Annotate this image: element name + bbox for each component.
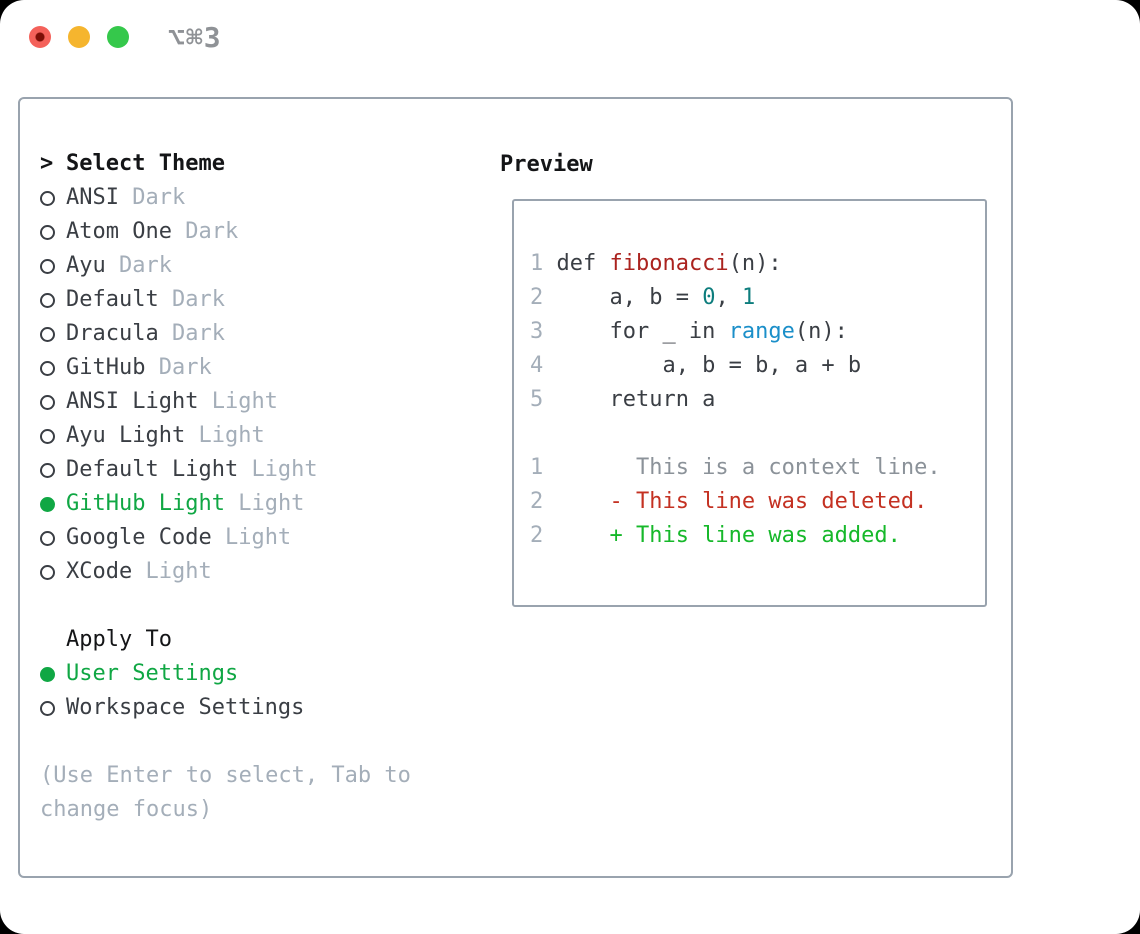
radio-icon — [40, 258, 66, 274]
traffic-lights — [29, 26, 129, 48]
radio-icon — [40, 326, 66, 342]
theme-option-xcode-light[interactable]: XCode Light — [40, 555, 500, 589]
code-line: 5 return a — [530, 383, 971, 417]
code-segment-function: fibonacci — [609, 251, 729, 276]
apply-option-user-settings[interactable]: User Settings — [40, 657, 500, 691]
code-segment-plain: (n): — [728, 251, 782, 276]
select-theme-header: > Select Theme — [40, 147, 500, 181]
code-line: 4 a, b = b, a + b — [530, 349, 971, 383]
preview-title: Preview — [500, 151, 593, 177]
radio-icon — [40, 530, 66, 546]
line-number: 3 — [530, 319, 544, 344]
theme-option-default-light-light[interactable]: Default Light Light — [40, 453, 500, 487]
code-segment-plain: return a — [556, 387, 716, 412]
zoom-button[interactable] — [107, 26, 129, 48]
theme-option-github-dark[interactable]: GitHub Dark — [40, 351, 500, 385]
code-line: 2 + This line was added. — [530, 519, 971, 553]
code-segment-plain: def — [556, 251, 610, 276]
close-button[interactable] — [29, 26, 51, 48]
window-title: ⌥⌘3 — [168, 21, 222, 54]
theme-option-label: Dracula Dark — [66, 321, 225, 346]
theme-option-label: Ayu Light Light — [66, 423, 265, 448]
title-bar: ⌥⌘3 — [0, 0, 1140, 97]
code-segment-plain: a, b = b, a + b — [556, 353, 862, 378]
theme-option-ayu-dark[interactable]: Ayu Dark — [40, 249, 500, 283]
theme-option-label: Atom One Dark — [66, 219, 239, 244]
line-number: 1 — [530, 455, 544, 480]
code-line — [530, 417, 971, 451]
line-number: 2 — [530, 523, 544, 548]
code-segment-plain: for _ in — [556, 319, 729, 344]
line-number: 2 — [530, 489, 544, 514]
code-line: 3 for _ in range(n): — [530, 315, 971, 349]
code-segment-plain: (n): — [794, 319, 848, 344]
minimize-button[interactable] — [68, 26, 90, 48]
line-number: 4 — [530, 353, 544, 378]
radio-selected-icon — [40, 496, 66, 512]
line-number: 5 — [530, 387, 544, 412]
apply-to-title: Apply To — [66, 627, 172, 652]
select-theme-title: Select Theme — [66, 151, 225, 176]
theme-option-label: Default Light Light — [66, 457, 318, 482]
theme-option-label: GitHub Light Light — [66, 491, 305, 516]
radio-icon — [40, 700, 66, 716]
code-line: 2 - This line was deleted. — [530, 485, 971, 519]
line-number: 1 — [530, 251, 544, 276]
theme-option-atom-one-dark[interactable]: Atom One Dark — [40, 215, 500, 249]
theme-option-github-light-light[interactable]: GitHub Light Light — [40, 487, 500, 521]
code-segment-plain: a, b = — [556, 285, 703, 310]
code-segment-context: This is a context line. — [556, 455, 941, 480]
radio-icon — [40, 462, 66, 478]
hint-text: (Use Enter to select, Tab to change focu… — [40, 763, 411, 822]
code-segment-added: + This line was added. — [556, 523, 901, 548]
radio-selected-icon — [40, 666, 66, 682]
apply-to-header: Apply To — [40, 623, 500, 657]
radio-icon — [40, 190, 66, 206]
theme-option-label: Ayu Dark — [66, 253, 172, 278]
radio-icon — [40, 428, 66, 444]
radio-icon — [40, 564, 66, 580]
theme-option-ansi-dark[interactable]: ANSI Dark — [40, 181, 500, 215]
code-segment-deleted: - This line was deleted. — [556, 489, 928, 514]
theme-option-label: ANSI Dark — [66, 185, 186, 210]
prompt-cursor-icon: > — [40, 151, 54, 176]
theme-option-dracula-dark[interactable]: Dracula Dark — [40, 317, 500, 351]
code-line: 2 a, b = 0, 1 — [530, 281, 971, 315]
radio-icon — [40, 224, 66, 240]
apply-option-label: User Settings — [66, 661, 239, 686]
theme-option-label: Default Dark — [66, 287, 225, 312]
code-segment-number: 0 — [702, 285, 716, 310]
radio-icon — [40, 394, 66, 410]
radio-icon — [40, 360, 66, 376]
theme-option-default-dark[interactable]: Default Dark — [40, 283, 500, 317]
line-number: 2 — [530, 285, 544, 310]
code-line: 1 This is a context line. — [530, 451, 971, 485]
radio-icon — [40, 292, 66, 308]
apply-option-workspace-settings[interactable]: Workspace Settings — [40, 691, 500, 725]
code-line: 1 def fibonacci(n): — [530, 247, 971, 281]
apply-option-label: Workspace Settings — [66, 695, 305, 720]
theme-option-google-code-light[interactable]: Google Code Light — [40, 521, 500, 555]
theme-option-label: XCode Light — [66, 559, 212, 584]
code-segment-builtin: range — [728, 319, 795, 344]
code-segment-number: 1 — [741, 285, 756, 310]
code-segment-plain: , — [715, 285, 742, 310]
theme-option-ayu-light-light[interactable]: Ayu Light Light — [40, 419, 500, 453]
theme-option-label: GitHub Dark — [66, 355, 212, 380]
theme-option-label: ANSI Light Light — [66, 389, 278, 414]
gap — [40, 589, 500, 623]
theme-option-ansi-light-light[interactable]: ANSI Light Light — [40, 385, 500, 419]
theme-option-label: Google Code Light — [66, 525, 292, 550]
